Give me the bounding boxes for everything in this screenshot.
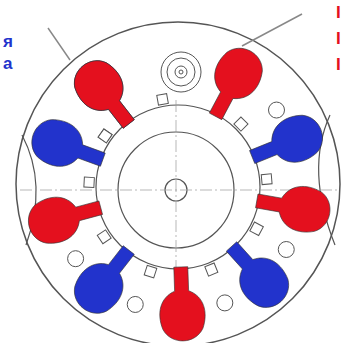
slot-wedge: [84, 177, 95, 188]
winding-slot: [253, 179, 334, 237]
bolt-hole: [68, 251, 84, 267]
winding-slot: [65, 52, 146, 138]
fitting: [179, 70, 183, 74]
bolt-hole: [127, 296, 143, 312]
winding-slot: [65, 52, 146, 138]
callout-label: I: [336, 30, 341, 47]
callout-label: I: [336, 56, 341, 73]
winding-slot: [26, 113, 111, 181]
slot-wedge: [250, 222, 264, 236]
winding-slot: [196, 40, 271, 127]
outer-housing: [16, 22, 340, 343]
slot-wedge: [98, 129, 112, 143]
winding-slot: [244, 108, 330, 178]
winding-slot: [23, 186, 106, 249]
slot-wedge: [261, 174, 272, 185]
fitting: [175, 66, 187, 78]
bolt-hole: [278, 242, 294, 258]
slot-wedge: [97, 230, 111, 244]
slot-wedge: [98, 129, 112, 143]
callout-label: я: [3, 33, 13, 50]
bolt-hole: [269, 102, 285, 118]
winding-slot: [158, 266, 206, 342]
callout-label: а: [3, 55, 12, 72]
winding-slot: [215, 231, 298, 316]
fitting: [161, 52, 201, 92]
bolt-hole: [217, 295, 233, 311]
fitting: [167, 58, 195, 86]
leader-line: [48, 28, 70, 60]
slot-wedge: [157, 94, 169, 106]
slot-wedge: [144, 265, 157, 278]
winding-slot: [65, 236, 146, 322]
slot-wedge: [234, 117, 248, 131]
slot-wedge: [205, 263, 218, 276]
callout-label: I: [336, 4, 341, 21]
leader-line: [242, 14, 302, 46]
